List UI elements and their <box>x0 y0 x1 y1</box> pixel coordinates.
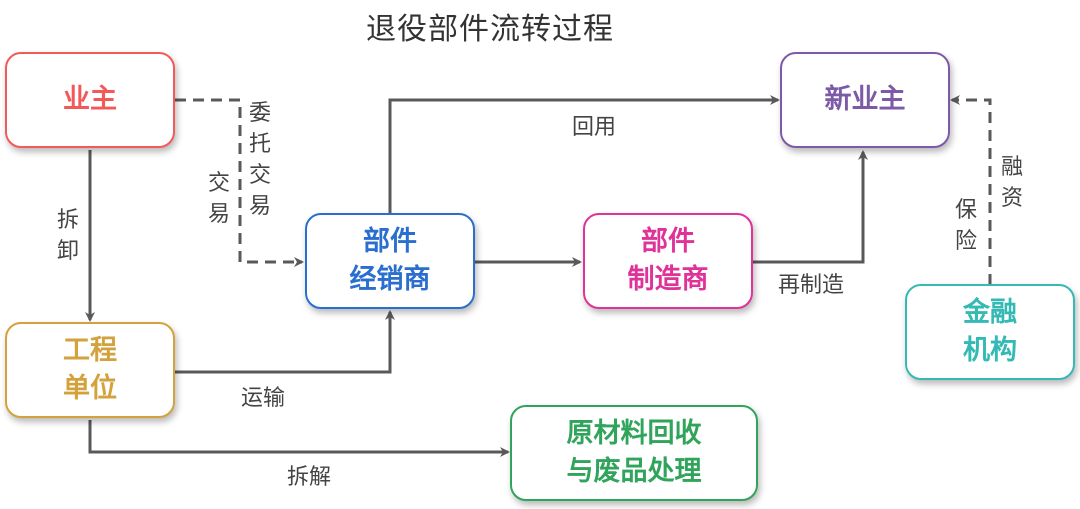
node-label: 部件经销商 <box>350 223 431 299</box>
node-label-line: 部件 <box>641 226 695 257</box>
node-label-line: 经销商 <box>349 264 431 295</box>
label-entrust: 委托交易 <box>247 98 273 222</box>
arrow-finance-to-new-owner <box>950 95 992 285</box>
node-label-line: 工程 <box>63 335 117 366</box>
node-parts-manufacturer: 部件制造商 <box>583 213 753 309</box>
label-char: 拆 <box>56 208 79 233</box>
label-char: 险 <box>954 229 977 254</box>
node-label: 工程单位 <box>63 332 117 408</box>
label-trade: 交易 <box>206 168 232 230</box>
node-label-line: 部件 <box>363 226 417 257</box>
node-engineering-unit: 工程单位 <box>5 322 175 418</box>
node-owner: 业主 <box>5 52 175 148</box>
label-char: 保 <box>954 198 977 223</box>
label-char: 托 <box>248 132 271 157</box>
label-char: 卸 <box>56 239 79 264</box>
node-label: 原材料回收与废品处理 <box>567 415 702 491</box>
label-insurance: 保险 <box>953 195 979 257</box>
node-label-line: 新业主 <box>824 84 906 115</box>
label-reuse: 回用 <box>572 115 617 140</box>
label-remanufacture: 再制造 <box>778 273 845 298</box>
node-label: 部件制造商 <box>628 223 709 299</box>
arrow-engineering-to-recycling <box>88 420 510 457</box>
node-financial-institution: 金融机构 <box>905 284 1075 380</box>
label-char: 融 <box>1000 155 1023 180</box>
arrow-engineering-to-distributor <box>175 310 395 374</box>
node-label-line: 原材料回收 <box>566 418 702 449</box>
arrow-distributor-to-new-owner <box>388 95 780 213</box>
node-label: 金融机构 <box>963 294 1017 370</box>
label-char: 易 <box>248 194 271 219</box>
node-label: 新业主 <box>825 81 906 119</box>
node-new-owner: 新业主 <box>780 52 950 148</box>
node-label: 业主 <box>63 81 117 119</box>
node-label-line: 与废品处理 <box>566 456 702 487</box>
label-char: 易 <box>207 202 230 227</box>
node-label-line: 业主 <box>63 84 117 115</box>
label-financing: 融资 <box>999 152 1025 214</box>
node-parts-distributor: 部件经销商 <box>305 213 475 309</box>
node-label-line: 单位 <box>63 373 117 404</box>
node-label-line: 金融 <box>963 297 1017 328</box>
label-char: 交 <box>207 171 230 196</box>
arrow-manufacturer-to-new-owner <box>752 150 868 264</box>
label-char: 交 <box>248 163 271 188</box>
node-label-line: 机构 <box>963 335 1017 366</box>
diagram-title: 退役部件流转过程 <box>366 12 614 47</box>
node-label-line: 制造商 <box>627 264 709 295</box>
label-char: 资 <box>1000 186 1023 211</box>
label-transport: 运输 <box>241 386 286 411</box>
node-recycling: 原材料回收与废品处理 <box>510 405 758 501</box>
label-dismantle: 拆卸 <box>55 205 81 267</box>
label-disassemble: 拆解 <box>287 465 332 490</box>
arrow-owner-to-distributor <box>175 98 304 267</box>
label-char: 委 <box>248 101 271 126</box>
